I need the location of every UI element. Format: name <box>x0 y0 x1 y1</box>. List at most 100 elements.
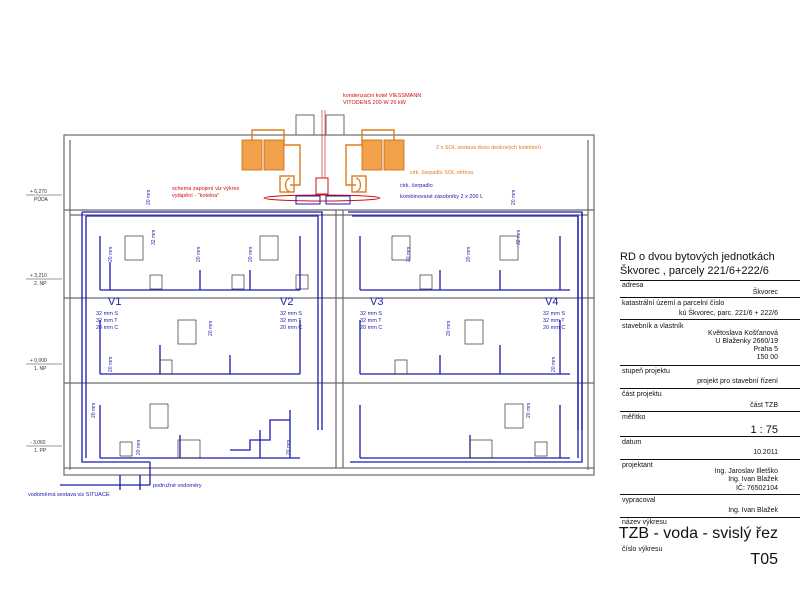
scale-label: měřítko <box>622 414 646 421</box>
tb-divider <box>620 436 800 437</box>
heating-pipes <box>251 129 395 193</box>
boiler-label: kondenzační kotel VIESSMANN VITODENS 200… <box>343 93 421 106</box>
level-name: 2. NP <box>34 281 47 287</box>
drawn-label: vypracoval <box>622 497 656 504</box>
designer-label: projektant <box>622 462 653 469</box>
svg-text:32 mm T: 32 mm T <box>96 318 118 324</box>
title-block: RD o dvou bytových jednotkách Škvorec , … <box>600 245 800 600</box>
svg-text:20 mm: 20 mm <box>406 247 412 262</box>
svg-text:schema zapojení viz výkres: schema zapojení viz výkres <box>172 186 239 192</box>
tb-divider <box>620 297 800 298</box>
part-value: část TZB <box>750 402 778 409</box>
tanks-label: kombinované zásobníky 2 x 200 L <box>400 194 483 200</box>
svg-text:32 mm S: 32 mm S <box>96 311 118 317</box>
drawing-number: T05 <box>750 551 778 568</box>
drawing-number-label: číslo výkresu <box>622 546 663 553</box>
date-value: 10.2011 <box>753 449 778 456</box>
project-subtitle: Škvorec , parcely 221/6+222/6 <box>620 265 769 277</box>
svg-text:20 mm C: 20 mm C <box>96 325 118 331</box>
owner-line: 150 00 <box>756 354 778 361</box>
tb-divider <box>620 517 800 518</box>
riser-v1: V1 <box>108 296 121 308</box>
watermeter-label: vodoměrná sestava viz SITUACE <box>28 492 110 498</box>
level-marker: + 6,270 PŮDA + 3,210 2. NP + 0,000 1. NP… <box>26 189 62 454</box>
svg-text:20 mm: 20 mm <box>136 440 142 455</box>
svg-text:20 mm: 20 mm <box>446 321 452 336</box>
cadastre-label: katastrální území a parcelní číslo <box>622 300 725 307</box>
designer-line: IČ: 76502104 <box>735 485 778 492</box>
level-name: 1. PP <box>34 448 47 454</box>
svg-text:32 mm T: 32 mm T <box>360 318 382 324</box>
owner-line: Praha 5 <box>753 346 778 353</box>
riser-v3: V3 <box>370 296 383 308</box>
drawn-value: Ing. Ivan Blažek <box>728 507 778 514</box>
drawing-name-label: název výkresu <box>622 519 667 526</box>
tb-divider <box>620 411 800 412</box>
solar-collectors <box>241 139 405 171</box>
level-height: + 0,000 <box>30 358 47 364</box>
tb-divider <box>620 459 800 460</box>
svg-text:vytápění - "kotelna": vytápění - "kotelna" <box>172 193 219 199</box>
svg-text:VITODENS 200-W 26 kW: VITODENS 200-W 26 kW <box>343 100 407 106</box>
tb-divider <box>620 319 800 320</box>
riser-v4: V4 <box>545 296 558 308</box>
scale-value: 1 : 75 <box>750 424 778 436</box>
tb-divider <box>620 494 800 495</box>
building-outline <box>63 134 595 476</box>
svg-text:32 mm S: 32 mm S <box>543 311 565 317</box>
date-label: datum <box>622 439 642 446</box>
submeters-label: podružné vodoměry <box>153 483 202 489</box>
svg-text:20 mm: 20 mm <box>91 403 97 418</box>
tb-divider <box>620 280 800 281</box>
svg-text:20 mm C: 20 mm C <box>360 325 382 331</box>
stage-label: stupeň projektu <box>622 368 670 375</box>
scheme-label: schema zapojení viz výkres vytápění - "k… <box>172 186 239 199</box>
level-height: + 6,270 <box>30 189 47 195</box>
address-label: adresa <box>622 282 644 289</box>
svg-text:20 mm C: 20 mm C <box>543 325 565 331</box>
plumbing-section-drawing: + 6,270 PŮDA + 3,210 2. NP + 0,000 1. NP… <box>26 93 595 498</box>
svg-text:20 mm C: 20 mm C <box>280 325 302 331</box>
storage-tanks <box>295 195 351 205</box>
svg-text:20 mm: 20 mm <box>196 247 202 262</box>
svg-text:20 mm: 20 mm <box>146 190 152 205</box>
chimney <box>295 114 345 136</box>
solar-label: 2 x SOL sestava dvou deskových kolektorů <box>436 144 541 151</box>
tb-divider <box>620 388 800 389</box>
svg-text:20 mm: 20 mm <box>466 247 472 262</box>
riser-v2: V2 <box>280 296 293 308</box>
level-name: PŮDA <box>34 196 49 203</box>
address-value: Škvorec <box>752 289 778 296</box>
svg-text:20 mm: 20 mm <box>208 321 214 336</box>
circ-pump-label: cirk. čerpadlo <box>400 183 433 189</box>
water-pipes <box>60 211 583 490</box>
pipe-size-labels: 20 mm 32 mm 20 mm 32 mm 20 mm 20 mm 20 m… <box>91 190 557 455</box>
riser-labels: V1 V2 V3 V4 <box>108 296 558 308</box>
svg-text:20 mm: 20 mm <box>551 357 557 372</box>
svg-text:20 mm: 20 mm <box>108 357 114 372</box>
cadastre-value: kú Škvorec, parc. 221/6 + 222/6 <box>678 310 778 317</box>
svg-text:32 mm S: 32 mm S <box>280 311 302 317</box>
designer-line: Ing. Jaroslav Illetško <box>714 468 778 475</box>
owner-line: U Blaženky 2660/19 <box>715 338 778 345</box>
owner-label: stavebník a vlastník <box>622 323 684 330</box>
svg-text:20 mm: 20 mm <box>286 440 292 455</box>
level-height: + 3,210 <box>30 273 47 279</box>
svg-text:32 mm S: 32 mm S <box>360 311 382 317</box>
svg-text:32 mm: 32 mm <box>151 230 157 245</box>
svg-text:20 mm: 20 mm <box>511 190 517 205</box>
level-height: - 3,060 <box>30 440 46 446</box>
riser-specs: 32 mm S 32 mm T 20 mm C 32 mm S 32 mm T … <box>96 311 565 331</box>
tb-divider <box>620 365 800 366</box>
designer-line: Ing. Ivan Blažek <box>728 476 778 483</box>
svg-text:kondenzační kotel VIESSMANN: kondenzační kotel VIESSMANN <box>343 93 421 99</box>
boiler-unit <box>263 110 381 202</box>
svg-text:32 mm T: 32 mm T <box>543 318 565 324</box>
svg-text:20 mm: 20 mm <box>108 247 114 262</box>
drawing-name: TZB - voda - svislý řez <box>618 525 778 542</box>
svg-text:20 mm: 20 mm <box>248 247 254 262</box>
svg-text:20 mm: 20 mm <box>526 403 532 418</box>
sol-pump-label: cirk. čerpadlo SOL ohřevu <box>410 170 473 176</box>
part-label: část projektu <box>622 391 662 398</box>
owner-line: Květoslava Košťanová <box>708 330 778 337</box>
